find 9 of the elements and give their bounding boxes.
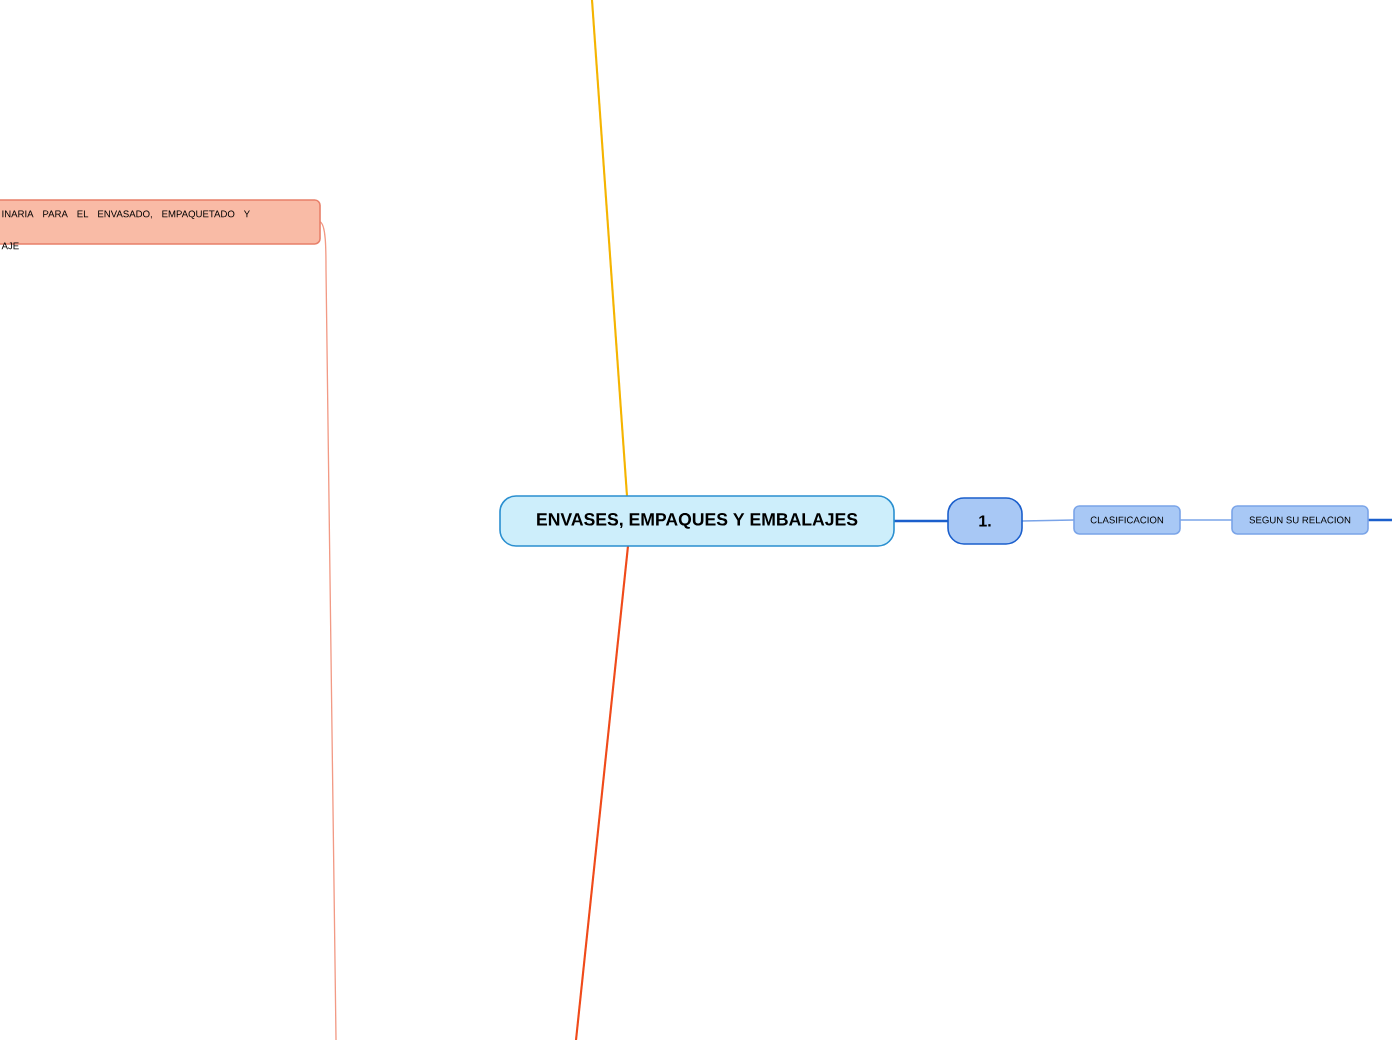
- central-topic-box: ENVASES, EMPAQUES Y EMBALAJES: [499, 495, 895, 547]
- connector-line: [1021, 519, 1075, 522]
- connector-line: [574, 545, 630, 1040]
- connector-line: [894, 519, 948, 523]
- topic-box: 1.: [947, 497, 1023, 545]
- connector-line: [319, 221, 337, 1040]
- connector-line: [590, 0, 629, 497]
- connector-line: [1368, 518, 1392, 522]
- connector-line: [1179, 519, 1233, 521]
